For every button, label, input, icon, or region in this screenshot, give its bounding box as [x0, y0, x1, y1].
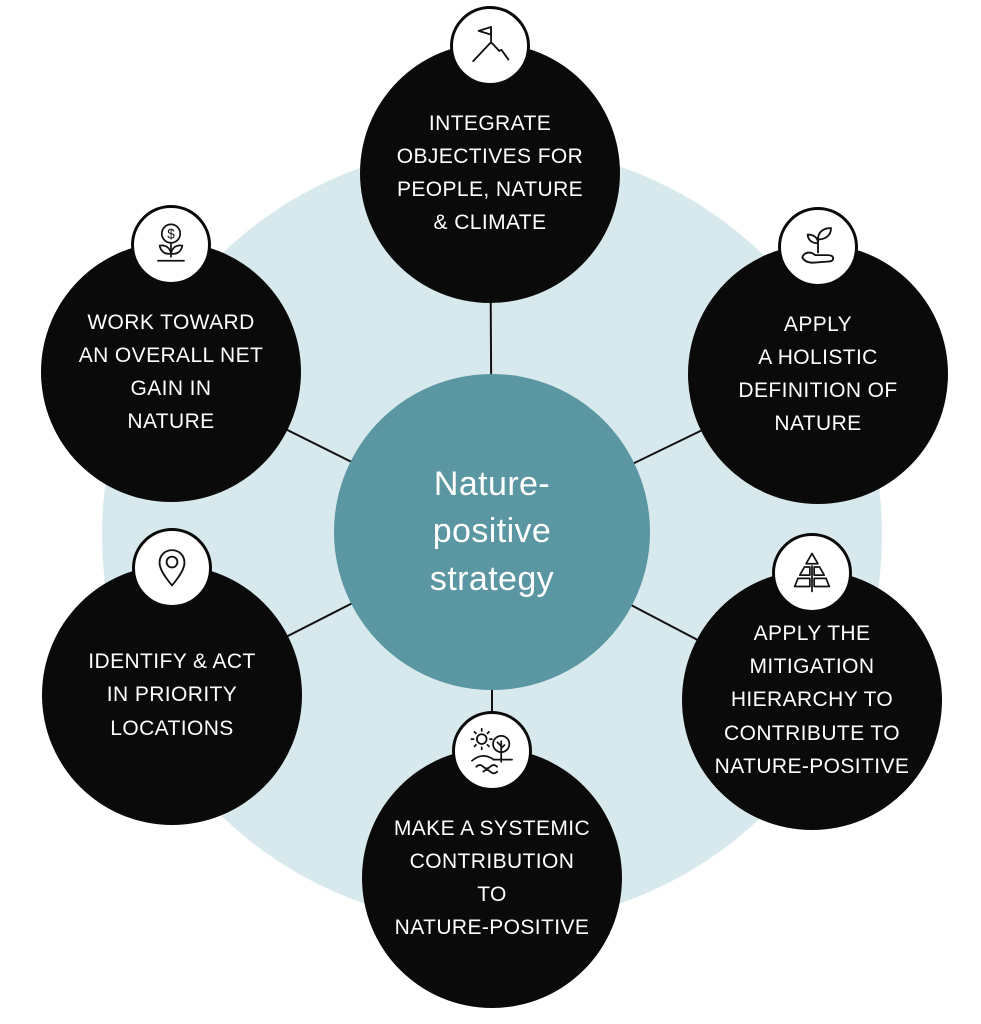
- coin-plant-icon: $: [131, 205, 211, 285]
- node-mitigation-hierarchy: APPLY THE MITIGATION HIERARCHY TO CONTRI…: [682, 533, 942, 830]
- hub-circle: Nature- positive strategy: [334, 374, 650, 690]
- node-systemic-contribution: MAKE A SYSTEMIC CONTRIBUTION TO NATURE-P…: [362, 711, 622, 1008]
- node-label: APPLY A HOLISTIC DEFINITION OF NATURE: [738, 312, 898, 436]
- node-label: APPLY THE MITIGATION HIERARCHY TO CONTRI…: [714, 622, 910, 778]
- pyramid-hierarchy-icon: [772, 533, 852, 613]
- hub-label: Nature- positive strategy: [429, 464, 555, 598]
- node-priority-locations: IDENTIFY & ACT IN PRIORITY LOCATIONS: [42, 528, 302, 825]
- node-label: IDENTIFY & ACT IN PRIORITY LOCATIONS: [88, 650, 256, 740]
- node-label: WORK TOWARD AN OVERALL NET GAIN IN NATUR…: [78, 310, 264, 434]
- landscape-sun-icon: [452, 711, 532, 791]
- node-net-gain-nature: $ WORK TOWARD AN OVERALL NET GAIN IN NAT…: [41, 205, 301, 502]
- node-label: INTEGRATE OBJECTIVES FOR PEOPLE, NATURE …: [396, 111, 584, 235]
- node-integrate-objectives: INTEGRATE OBJECTIVES FOR PEOPLE, NATURE …: [360, 6, 620, 303]
- svg-text:$: $: [167, 227, 175, 242]
- hand-sprout-icon: [778, 207, 858, 287]
- flag-mountain-icon: [450, 6, 530, 86]
- map-pin-icon: [132, 528, 212, 608]
- node-label: MAKE A SYSTEMIC CONTRIBUTION TO NATURE-P…: [393, 816, 591, 940]
- node-holistic-definition: APPLY A HOLISTIC DEFINITION OF NATURE: [688, 207, 948, 504]
